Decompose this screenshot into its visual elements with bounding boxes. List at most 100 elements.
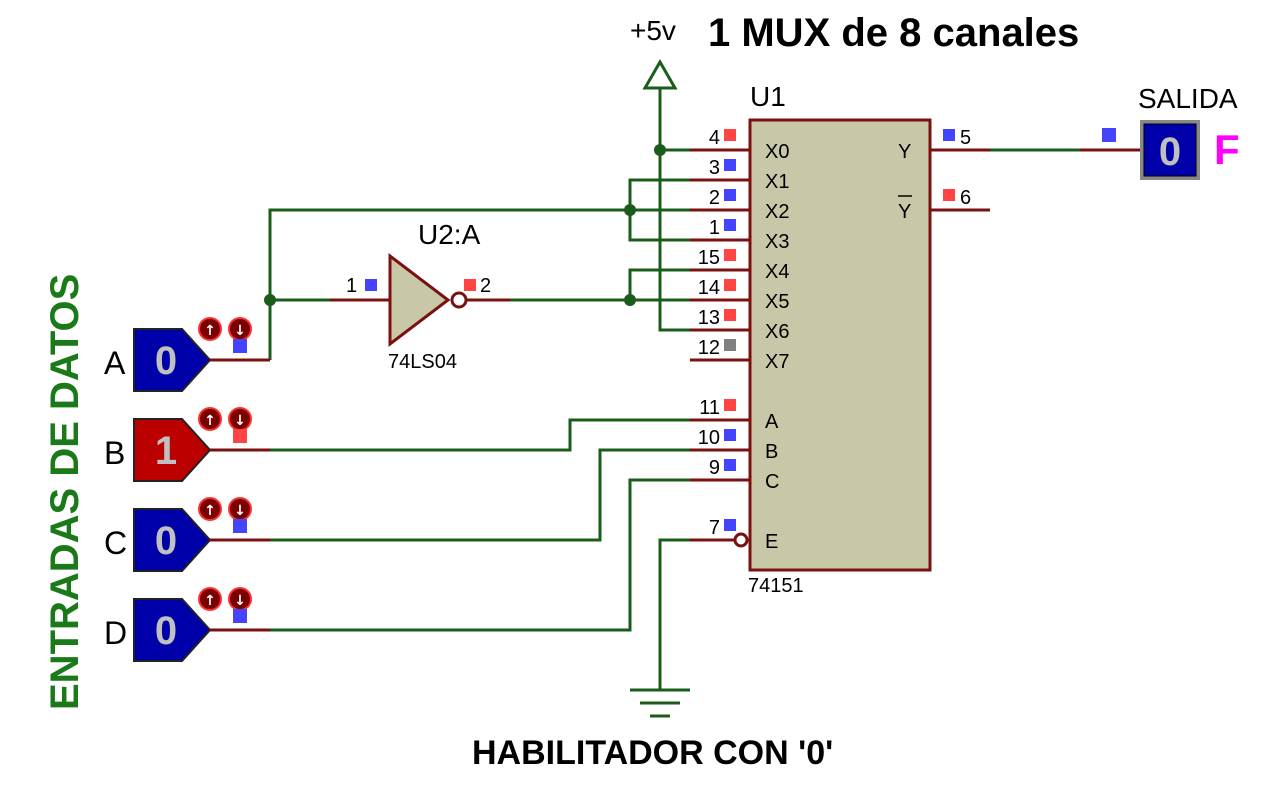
toggle-up-icon[interactable]: ↑ bbox=[198, 497, 222, 521]
toggle-up-icon[interactable]: ↑ bbox=[198, 407, 222, 431]
pin-name: X7 bbox=[765, 351, 789, 373]
logic-input-d[interactable]: 0D ↑ ↓ bbox=[104, 587, 270, 662]
mux-pin-x3: 1X3 bbox=[690, 217, 789, 253]
logic-input-body bbox=[133, 598, 212, 662]
logic-input-state-indicator bbox=[233, 519, 247, 533]
power-label: +5v bbox=[630, 15, 676, 46]
mux-pin-x2: 2X2 bbox=[690, 187, 789, 223]
pin-name: X0 bbox=[765, 141, 789, 163]
logic-input-body bbox=[133, 418, 212, 482]
pin-name: X3 bbox=[765, 231, 789, 253]
logic-input-letter: A bbox=[104, 345, 126, 381]
pin-state-indicator bbox=[724, 159, 736, 171]
logic-input-value: 0 bbox=[155, 609, 177, 653]
toggle-down-icon[interactable]: ↓ bbox=[228, 497, 252, 521]
probe-display bbox=[1143, 123, 1197, 177]
svg-text:↑: ↑ bbox=[204, 593, 216, 609]
result-letter: F bbox=[1214, 126, 1240, 173]
logic-inputs: 0A↑↓1B↑↓0C↑↓0D↑↓ bbox=[104, 317, 270, 662]
logic-input-letter: C bbox=[104, 525, 127, 561]
pin-number: 10 bbox=[698, 427, 720, 449]
pin-name: C bbox=[765, 471, 779, 493]
probe-state-indicator bbox=[1102, 128, 1116, 142]
pin-state-indicator bbox=[724, 309, 736, 321]
pin-number: 1 bbox=[709, 217, 720, 239]
mux-part: 74151 bbox=[748, 575, 804, 597]
toggle-up-icon[interactable]: ↑ bbox=[198, 317, 222, 341]
pin-state-indicator bbox=[724, 459, 736, 471]
power-arrow-icon bbox=[642, 58, 678, 150]
wires bbox=[268, 148, 1080, 690]
pin-number: 3 bbox=[709, 157, 720, 179]
logic-input-b[interactable]: 1B↑↓ bbox=[104, 407, 270, 482]
output-probe[interactable]: 0 SALIDA F bbox=[1080, 83, 1240, 180]
pin-number: 12 bbox=[698, 337, 720, 359]
logic-input-body bbox=[133, 328, 212, 392]
svg-text:↑: ↑ bbox=[204, 413, 216, 429]
toggle-down-icon[interactable]: ↓ bbox=[228, 587, 252, 611]
pin-state-indicator bbox=[724, 219, 736, 231]
probe-title: SALIDA bbox=[1138, 83, 1238, 114]
pin-number: 5 bbox=[960, 127, 971, 149]
pin-name: E bbox=[765, 531, 778, 553]
logic-input-a[interactable]: 0A ↑ ↓ bbox=[104, 317, 270, 392]
pin-state-indicator bbox=[943, 129, 955, 141]
pin-name: B bbox=[765, 441, 778, 463]
pin-state-indicator bbox=[724, 189, 736, 201]
svg-text:↑: ↑ bbox=[204, 323, 216, 339]
pin-name: X4 bbox=[765, 261, 789, 283]
svg-text:↑: ↑ bbox=[204, 503, 216, 519]
svg-text:↓: ↓ bbox=[234, 503, 246, 519]
pin-state-indicator bbox=[724, 429, 736, 441]
pin-number: 6 bbox=[960, 187, 971, 209]
mux-pin-a: 11A bbox=[690, 397, 779, 433]
inverter-u2a[interactable]: U2:A 74LS04 1 2 bbox=[330, 219, 510, 373]
inverter-ref: U2:A bbox=[418, 219, 481, 250]
pin-name: X2 bbox=[765, 201, 789, 223]
pin-state-indicator bbox=[724, 279, 736, 291]
pin-number: 7 bbox=[709, 517, 720, 539]
pin-number: 4 bbox=[709, 127, 720, 149]
pin-state-indicator bbox=[724, 519, 736, 531]
pin-name: Y bbox=[898, 141, 911, 163]
pin-number: 15 bbox=[698, 247, 720, 269]
mux-74151[interactable]: U1 74151 4X03X12X21X315X414X513X612X711A… bbox=[690, 81, 990, 597]
logic-input-c[interactable]: 0C ↑ ↓ bbox=[104, 497, 270, 572]
pin-name: X5 bbox=[765, 291, 789, 313]
mux-output-y: 5Y bbox=[898, 127, 990, 163]
pin-state-indicator bbox=[724, 249, 736, 261]
mux-pin-e: 7E bbox=[690, 517, 778, 553]
pin-number: 13 bbox=[698, 307, 720, 329]
mux-pin-x1: 3X1 bbox=[690, 157, 789, 193]
inverter-in-pin: 1 bbox=[346, 275, 357, 297]
logic-input-value: 0 bbox=[155, 519, 177, 563]
pin-state-indicator bbox=[943, 189, 955, 201]
pin-name: X6 bbox=[765, 321, 789, 343]
pin-number: 2 bbox=[709, 187, 720, 209]
pin-state-indicator bbox=[724, 129, 736, 141]
junction-dots bbox=[264, 144, 666, 306]
mux-pin-b: 10B bbox=[690, 427, 778, 463]
logic-input-letter: D bbox=[104, 615, 127, 651]
toggle-down-icon[interactable]: ↓ bbox=[228, 407, 252, 431]
logic-input-value: 0 bbox=[155, 339, 177, 383]
pin-number: 14 bbox=[698, 277, 720, 299]
enable-note: HABILITADOR CON '0' bbox=[472, 734, 833, 772]
toggle-up-icon[interactable]: ↑ bbox=[198, 587, 222, 611]
pin-state-indicator bbox=[724, 399, 736, 411]
mux-pin-x0: 4X0 bbox=[690, 127, 789, 163]
diagram-title: 1 MUX de 8 canales bbox=[708, 11, 1079, 55]
pin-name: X1 bbox=[765, 171, 789, 193]
svg-text:↓: ↓ bbox=[234, 323, 246, 339]
mux-output-y-bar: 6Y bbox=[898, 187, 990, 223]
pin-state-indicator bbox=[724, 339, 736, 351]
pin-number: 11 bbox=[699, 397, 720, 419]
logic-input-state-indicator bbox=[233, 609, 247, 623]
toggle-down-icon[interactable]: ↓ bbox=[228, 317, 252, 341]
mux-pin-c: 9C bbox=[690, 457, 779, 493]
